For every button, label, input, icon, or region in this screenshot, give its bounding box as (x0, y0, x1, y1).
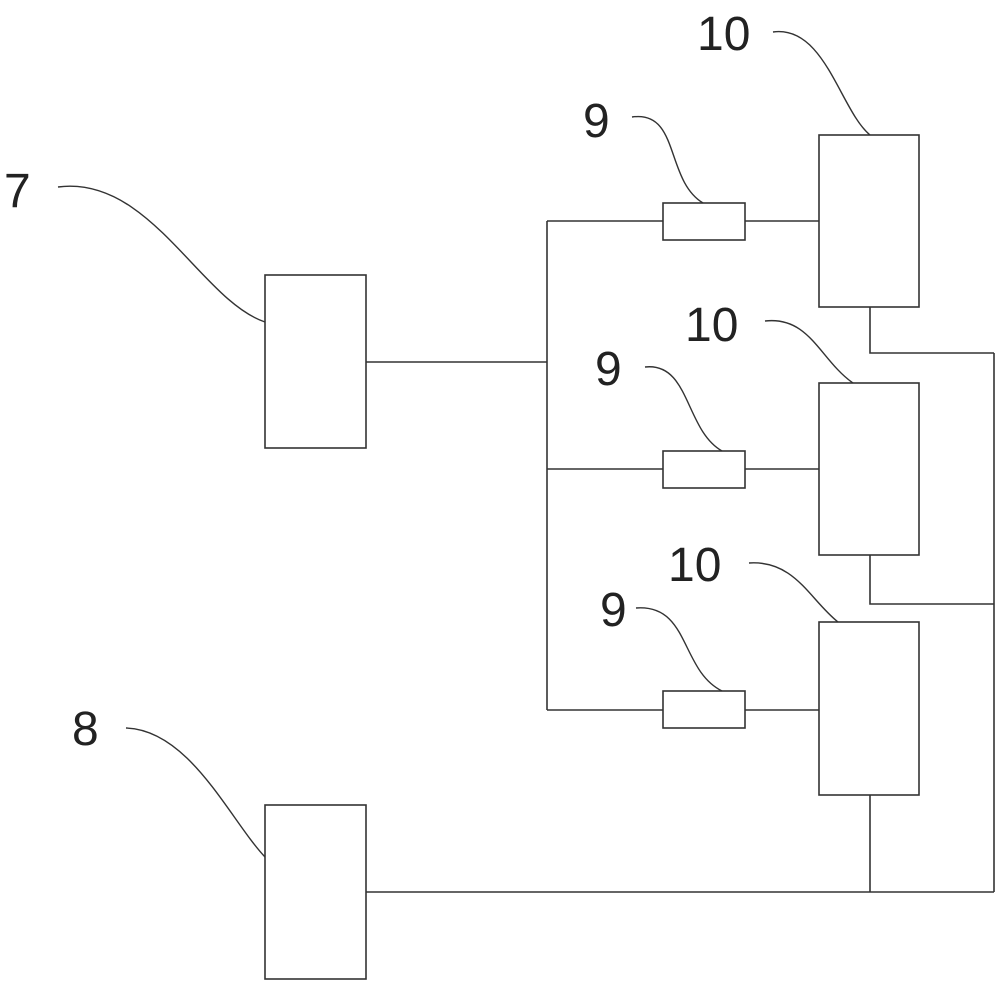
leader-10-top (773, 32, 870, 135)
leader-lines (58, 32, 870, 857)
label-9-top: 9 (583, 95, 610, 148)
label-8: 8 (72, 703, 99, 756)
leader-10-bot (749, 563, 838, 622)
label-9-mid: 9 (595, 343, 622, 396)
label-10-bot: 10 (668, 539, 721, 592)
label-7: 7 (4, 165, 31, 218)
unit-top (819, 135, 919, 307)
label-9-bot: 9 (600, 584, 627, 637)
leader-9-mid (645, 367, 722, 451)
reference-numerals: 7 8 9 9 9 10 10 10 (4, 8, 750, 756)
leader-7 (58, 186, 265, 322)
leader-8 (126, 728, 265, 857)
resistor-bot (663, 691, 745, 728)
label-10-top: 10 (697, 8, 750, 61)
wire-unit-mid-return (870, 555, 994, 604)
resistor-top (663, 203, 745, 240)
resistor-mid (663, 451, 745, 488)
unit-mid (819, 383, 919, 555)
unit-bot (819, 622, 919, 795)
box-7 (265, 275, 366, 448)
leader-9-bot (636, 608, 722, 691)
components (265, 135, 919, 979)
wire-unit-top-return (870, 307, 994, 353)
label-10-mid: 10 (685, 299, 738, 352)
leader-10-mid (765, 321, 853, 383)
leader-9-top (632, 117, 703, 203)
box-8 (265, 805, 366, 979)
